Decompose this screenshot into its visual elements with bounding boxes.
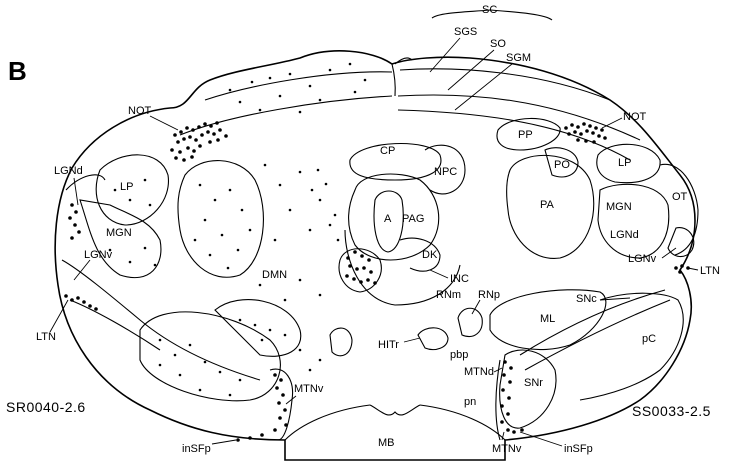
- snc-label: SNc: [576, 293, 597, 305]
- dmn-oval-left: [215, 300, 301, 357]
- ltn-left-label: LTN: [36, 331, 56, 343]
- mtnv-left-leader: [286, 396, 296, 404]
- ventral-oval-left: [140, 312, 280, 401]
- not-right-label: NOT: [623, 111, 647, 123]
- dmn-label: DMN: [262, 269, 287, 281]
- mb-notch: [370, 405, 420, 415]
- ltn-right-label: LTN: [700, 265, 720, 277]
- mgn-left-label: MGN: [106, 227, 132, 239]
- hitr-label: HITr: [378, 339, 399, 351]
- pag-label: PAG: [402, 213, 424, 225]
- not-right-stipple: [564, 122, 607, 144]
- rnp-label: RNp: [478, 289, 500, 301]
- insfp-left-label: inSFp: [182, 443, 211, 455]
- rnp-oval: [458, 308, 482, 336]
- pag-region: [349, 174, 439, 260]
- rnm-label: RNm: [436, 289, 461, 301]
- mtnd-label: MTNd: [464, 366, 494, 378]
- rn-stipple: [345, 250, 377, 285]
- sc-label: SC: [482, 4, 497, 16]
- mtn-right-stipple: [500, 360, 524, 434]
- pbp-label: pbp: [450, 349, 468, 361]
- cp-label: CP: [380, 145, 395, 157]
- sc-layer-mid-left: [180, 96, 392, 135]
- lgnd-right-label: LGNd: [610, 229, 639, 241]
- insfp-left-leader: [212, 440, 236, 444]
- panel-letter: B: [8, 56, 27, 86]
- insfp-right-label: inSFp: [564, 443, 593, 455]
- snr-label: SNr: [524, 377, 543, 389]
- rn-region: [339, 249, 381, 292]
- mtnv-left-label: MTNv: [294, 383, 324, 395]
- small-oval-center: [330, 328, 352, 356]
- ml-label: ML: [540, 313, 555, 325]
- not-left-leader: [150, 116, 178, 130]
- ltn-right-leader: [688, 268, 698, 270]
- sc-layer-inner-right: [398, 110, 630, 160]
- so-label: SO: [490, 38, 506, 50]
- mtn-left-stipple: [236, 373, 288, 442]
- mb-outline: [285, 405, 505, 440]
- pp-label: PP: [518, 129, 533, 141]
- snr-region: [500, 350, 556, 428]
- inc-leader: [430, 270, 448, 278]
- not-right-leader: [602, 118, 622, 128]
- sgm-label: SGM: [506, 52, 531, 64]
- sgs-label: SGS: [454, 26, 477, 38]
- midline-notch: [392, 58, 412, 96]
- npc-label: NPC: [434, 166, 457, 178]
- pn-label: pn: [464, 396, 476, 408]
- a-label: A: [384, 213, 392, 225]
- mtnv-right-label: MTNv: [492, 443, 522, 455]
- hitr-leader: [404, 338, 420, 342]
- mb-label: MB: [378, 437, 395, 449]
- mgn-right-label: MGN: [606, 201, 632, 213]
- ot-label: OT: [672, 191, 688, 203]
- lgnd-left-region: [66, 175, 105, 190]
- insfp-right-leader: [520, 432, 562, 446]
- sgs-leader: [430, 38, 460, 72]
- hitr-region: [418, 328, 448, 350]
- inc-label: INC: [450, 273, 469, 285]
- not-left-stipple: [170, 121, 228, 162]
- lgnv-right-label: LGNv: [628, 253, 657, 265]
- dk-label: DK: [422, 249, 438, 261]
- left-section-id: SR0040-2.6: [6, 399, 86, 415]
- po-label: PO: [554, 159, 570, 171]
- lp-right-label: LP: [618, 157, 631, 169]
- lgnv-left-label: LGNv: [84, 249, 113, 261]
- lgnd-left-label: LGNd: [54, 165, 83, 177]
- not-left-label: NOT: [128, 105, 152, 117]
- pc-region: [580, 293, 683, 400]
- lp-left-label: LP: [120, 181, 133, 193]
- sc-layer-outer-left: [205, 72, 392, 100]
- mgn-right-region: [598, 184, 669, 258]
- pc-label: pC: [642, 333, 656, 345]
- left-ovoid-region: [178, 161, 263, 278]
- right-section-id: SS0033-2.5: [632, 403, 711, 419]
- pa-label: PA: [540, 199, 555, 211]
